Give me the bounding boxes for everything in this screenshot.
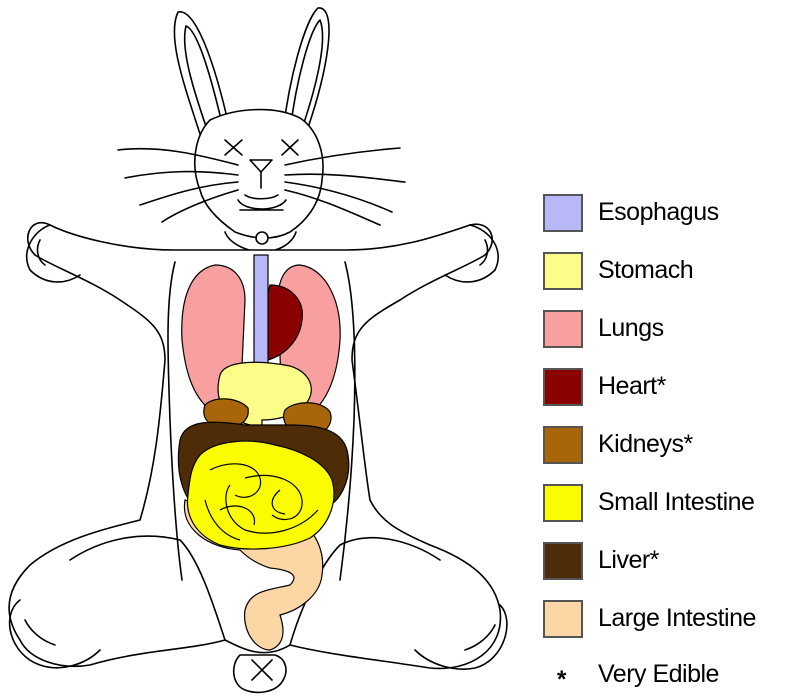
legend-item-heart: Heart* — [543, 368, 804, 408]
legend-swatch-liver — [543, 542, 583, 580]
legend-swatch-esophagus — [543, 194, 583, 232]
throat-ring — [256, 232, 268, 244]
legend-note-text: Very Edible — [598, 660, 719, 689]
legend-label-stomach: Stomach — [598, 256, 693, 285]
legend-swatch-small-intestine — [543, 484, 583, 522]
legend-item-kidneys: Kidneys* — [543, 426, 804, 466]
legend-item-large-intestine: Large Intestine — [543, 600, 804, 640]
organ-esophagus — [254, 255, 268, 370]
legend-note-symbol: * — [557, 666, 566, 694]
legend-label-esophagus: Esophagus — [598, 198, 719, 227]
legend-swatch-heart — [543, 368, 583, 406]
legend-item-lungs: Lungs — [543, 310, 804, 350]
rabbit-anatomy-figure — [0, 0, 520, 700]
tail — [234, 655, 286, 692]
legend-swatch-stomach — [543, 252, 583, 290]
legend-label-kidneys: Kidneys* — [598, 430, 693, 459]
legend-label-liver: Liver* — [598, 546, 659, 575]
legend-note: * Very Edible — [543, 656, 804, 696]
legend-item-liver: Liver* — [543, 542, 804, 582]
legend-label-lungs: Lungs — [598, 314, 664, 343]
legend-label-large-intestine: Large Intestine — [598, 604, 756, 633]
legend-swatch-large-intestine — [543, 600, 583, 638]
legend-item-small-intestine: Small Intestine — [543, 484, 804, 524]
legend-label-heart: Heart* — [598, 372, 666, 401]
legend-label-small-intestine: Small Intestine — [598, 488, 754, 517]
legend-swatch-lungs — [543, 310, 583, 348]
legend-item-esophagus: Esophagus — [543, 194, 804, 234]
legend-item-stomach: Stomach — [543, 252, 804, 292]
legend-swatch-kidneys — [543, 426, 583, 464]
